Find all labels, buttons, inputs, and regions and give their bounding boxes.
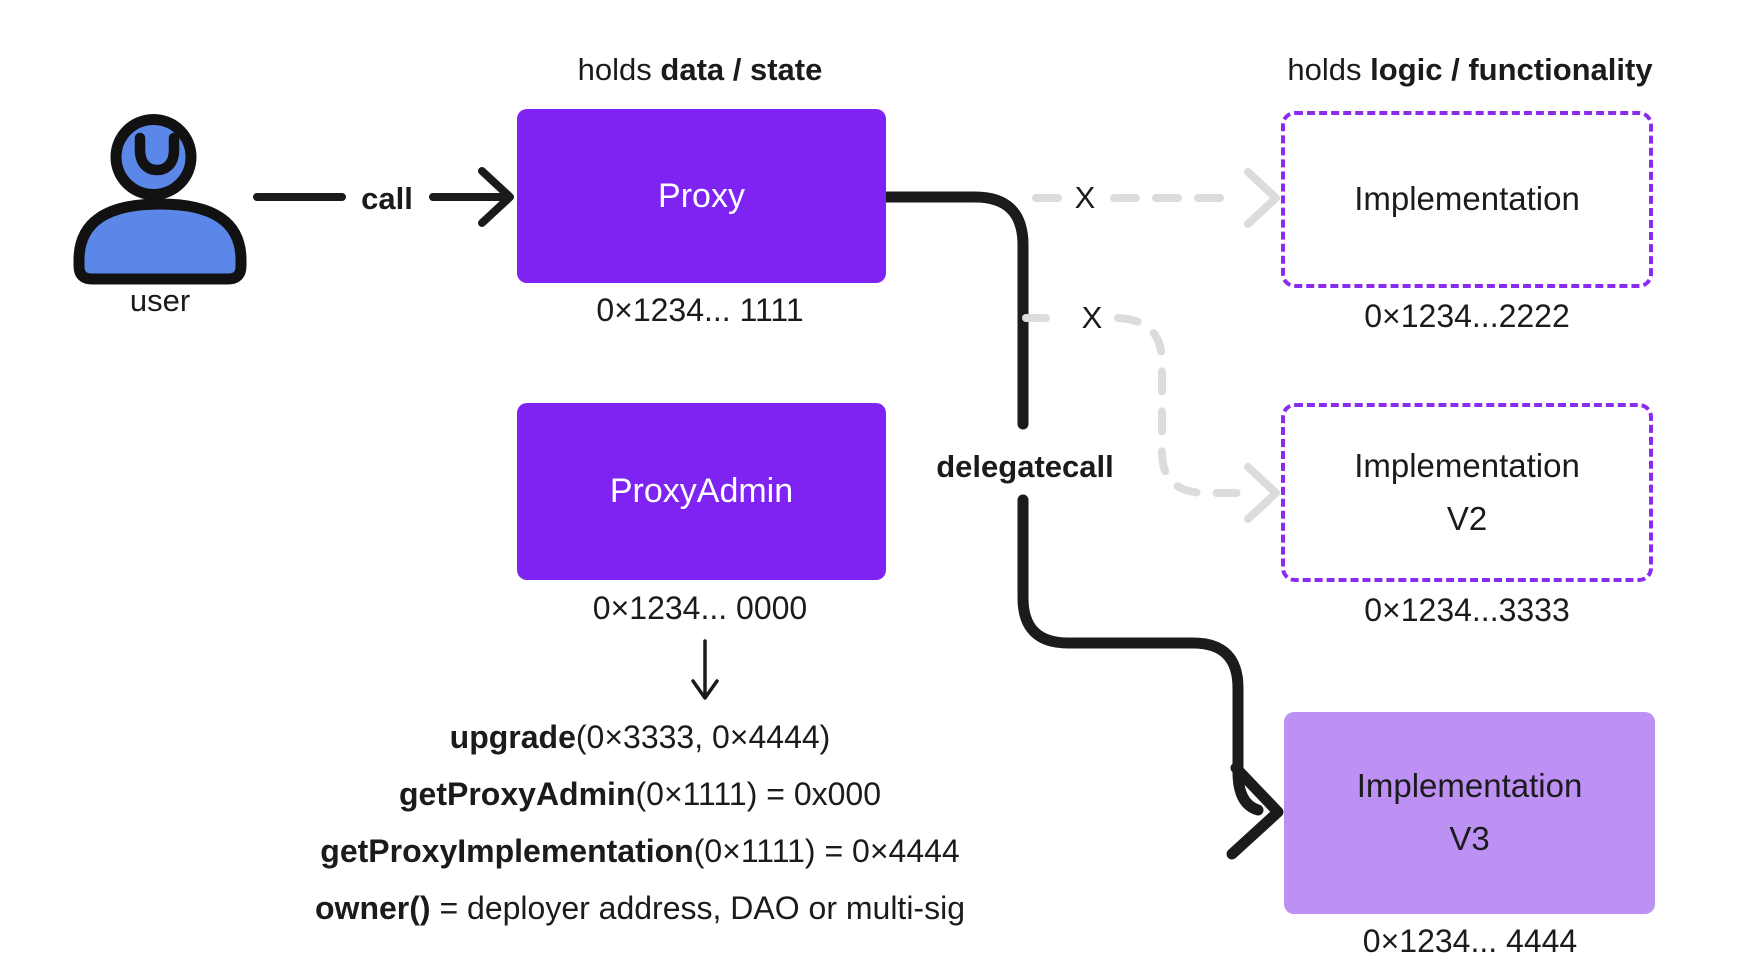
call-arrow — [253, 167, 514, 227]
delegatecall-label: delegatecall — [936, 449, 1114, 484]
function-upgrade: upgrade(0×3333, 0×4444) — [449, 719, 831, 755]
function-owner: owner() = deployer address, DAO or multi… — [315, 890, 965, 926]
implementation-v2-box: Implementation V2 — [1281, 403, 1653, 582]
proxy-admin-functions: upgrade(0×3333, 0×4444) getProxyAdmin(0×… — [190, 709, 1090, 937]
proxy-admin-address: 0×1234... 0000 — [592, 590, 808, 626]
function-get-proxy-admin: getProxyAdmin(0×1111) = 0x000 — [399, 776, 881, 812]
blocked-arrow-v2 — [1022, 314, 1280, 523]
proxy-admin-box: ProxyAdmin — [517, 403, 886, 580]
implementation-v1-address: 0×1234...2222 — [1364, 298, 1570, 334]
call-label: call — [361, 181, 413, 216]
implementation-v2-address: 0×1234...3333 — [1364, 592, 1570, 628]
left-column-header: holds data / state — [450, 52, 950, 88]
proxy-box-label: Proxy — [658, 176, 745, 215]
right-column-header: holds logic / functionality — [1220, 52, 1720, 88]
function-get-proxy-implementation: getProxyImplementation(0×1111) = 0×4444 — [320, 833, 960, 869]
blocked-arrow-v1 — [1032, 168, 1280, 228]
implementation-v2-label: Implementation — [1354, 446, 1580, 484]
implementation-v3-label: Implementation — [1356, 767, 1583, 805]
implementation-v3-version: V3 — [1449, 820, 1490, 857]
left-header-bold: data / state — [660, 52, 823, 87]
implementation-v3-address: 0×1234... 4444 — [1362, 923, 1578, 959]
proxy-address: 0×1234... 1111 — [596, 292, 804, 328]
implementation-v1-box: Implementation — [1281, 111, 1653, 288]
proxy-box: Proxy — [517, 109, 886, 283]
right-header-prefix: holds — [1287, 52, 1371, 87]
implementation-v3-box: Implementation V3 — [1284, 712, 1655, 914]
proxy-admin-box-label: ProxyAdmin — [609, 472, 794, 510]
blocked-x2-label: X — [1081, 300, 1103, 335]
left-header-prefix: holds — [577, 52, 661, 87]
delegatecall-arrow — [880, 191, 1284, 860]
user-label: user — [129, 283, 191, 318]
blocked-x1-label: X — [1074, 180, 1096, 215]
right-header-bold: logic / functionality — [1370, 52, 1653, 87]
implementation-v1-label: Implementation — [1354, 180, 1580, 218]
implementation-v2-version: V2 — [1446, 499, 1488, 537]
admin-functions-arrow — [691, 639, 719, 700]
person-icon — [73, 114, 247, 285]
